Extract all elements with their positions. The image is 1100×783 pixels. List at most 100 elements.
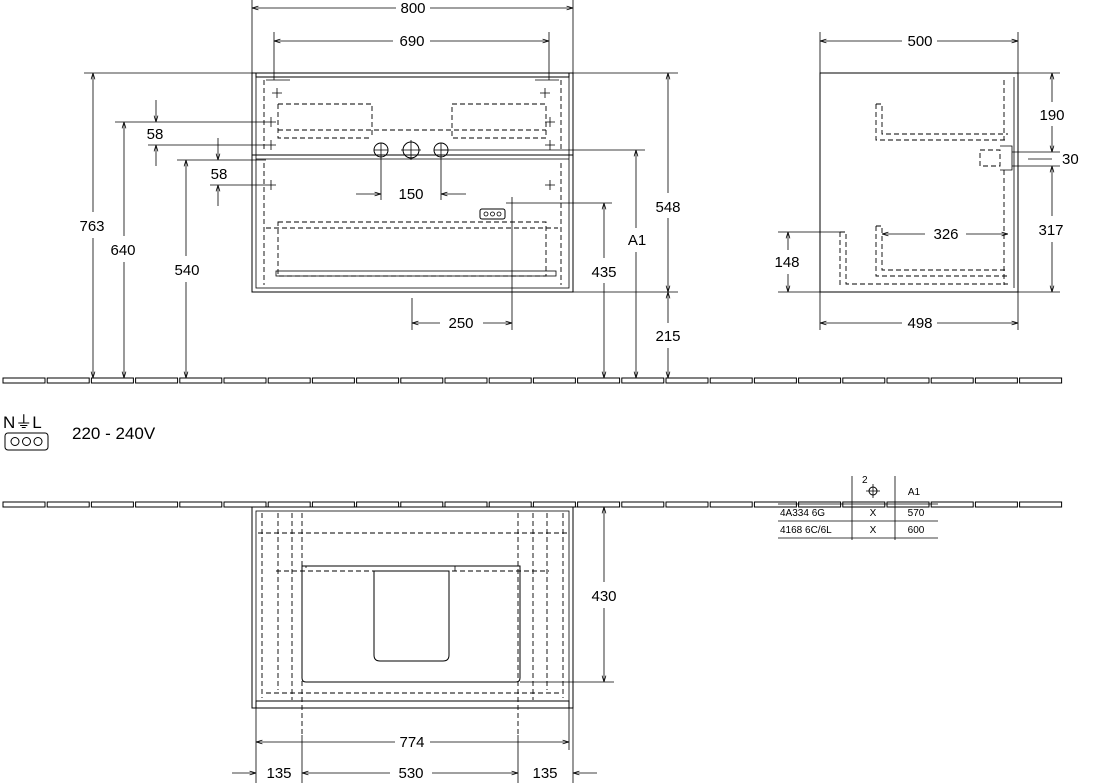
floor-plank <box>179 377 223 384</box>
socket-pin-1 <box>10 437 20 446</box>
front-view: 800 690 763 640 540 58 58 <box>79 0 681 378</box>
side-view: 500 498 190 30 317 326 148 <box>774 32 1079 332</box>
floor-plank <box>577 377 621 384</box>
floor-plank <box>709 377 753 384</box>
wall-plank <box>2 501 46 508</box>
dim-500-label: 500 <box>907 33 932 50</box>
side-pipe-connector <box>1000 145 1013 171</box>
socket-pin-3 <box>33 437 43 446</box>
countertop-edge <box>255 72 570 78</box>
dim-a1-label: A1 <box>628 232 646 249</box>
wall-plank <box>842 501 886 508</box>
table-row-1-a1: 570 <box>908 508 925 519</box>
wall-plank <box>444 501 488 508</box>
dim-530-label: 530 <box>398 765 423 782</box>
basin-outline <box>301 565 521 683</box>
wall-plank <box>400 501 444 508</box>
wall-line-bottom <box>2 501 1063 508</box>
wall-plank <box>46 501 90 508</box>
dim-215-label: 215 <box>655 328 680 345</box>
floor-plank <box>842 377 886 384</box>
wall-plank <box>1019 501 1063 508</box>
floor-plank <box>223 377 267 384</box>
plan-cabinet-inner <box>255 510 570 702</box>
floor-line-top <box>2 377 1063 384</box>
dim-498-label: 498 <box>907 315 932 332</box>
plan-front-panel <box>255 700 570 709</box>
socket-pin-2 <box>22 437 31 446</box>
dim-763-label: 763 <box>79 218 104 235</box>
table-row-2-mark: X <box>870 525 877 536</box>
wall-plank <box>488 501 532 508</box>
floor-plank <box>2 377 46 384</box>
table-row-2-a1: 600 <box>908 525 925 536</box>
dim-317-label: 317 <box>1038 222 1063 239</box>
floor-plank <box>665 377 709 384</box>
dim-774-label: 774 <box>399 734 424 751</box>
ext-800 <box>251 0 574 73</box>
dim-326-label: 326 <box>933 226 958 243</box>
lower-drawer-side-hidden <box>263 163 562 285</box>
neutral-earth-live-symbol: N⏚L <box>3 413 42 432</box>
floor-plank <box>46 377 90 384</box>
floor-plank <box>444 377 488 384</box>
floor-plank <box>488 377 532 384</box>
dim-135-right-label: 135 <box>532 765 557 782</box>
side-base-hidden <box>839 231 1008 288</box>
dim-430-label: 430 <box>591 588 616 605</box>
wall-plank <box>90 501 134 508</box>
wall-plank <box>577 501 621 508</box>
connection-symbol-icon <box>866 484 880 498</box>
ext-774 <box>255 708 570 783</box>
electrical-info: N⏚L 220 - 240V <box>3 413 156 451</box>
wall-plank <box>179 501 223 508</box>
wall-plank <box>223 501 267 508</box>
dim-250-label: 250 <box>448 315 473 332</box>
water-connection-icons <box>373 140 449 160</box>
dim-800-label: 800 <box>400 0 425 17</box>
front-cabinet-inner <box>255 76 570 289</box>
voltage-label: 220 - 240V <box>72 424 156 443</box>
wall-plank <box>753 501 797 508</box>
basin-marks <box>305 566 456 571</box>
floor-plank <box>621 377 665 384</box>
socket-symbol-icon <box>4 432 49 451</box>
mounting-crosses <box>266 88 555 209</box>
wall-plank <box>798 501 842 508</box>
model-table: 2 A1 4A334 6G X 570 4168 6C/6L X 600 <box>778 475 938 540</box>
dim-148-label: 148 <box>774 254 799 271</box>
dim-690-label: 690 <box>399 33 424 50</box>
floor-plank <box>90 377 134 384</box>
wall-plank <box>311 501 355 508</box>
plan-view: 430 774 135 530 135 <box>232 506 617 783</box>
wall-plank <box>665 501 709 508</box>
wall-plank <box>621 501 665 508</box>
wall-plank <box>267 501 311 508</box>
dim-30-label: 30 <box>1062 151 1079 168</box>
floor-plank <box>135 377 179 384</box>
table-row-2-code: 4168 6C/6L <box>780 525 832 536</box>
dim-540-label: 540 <box>174 262 199 279</box>
floor-plank <box>1019 377 1063 384</box>
upper-drawer-hidden-lines <box>263 80 562 150</box>
floor-plank <box>886 377 930 384</box>
dim-58-top-label: 58 <box>147 126 164 143</box>
plan-cabinet-outline <box>251 506 574 709</box>
dim-640-label: 640 <box>110 242 135 259</box>
dim-190-label: 190 <box>1039 107 1064 124</box>
dim-548-label: 548 <box>655 199 680 216</box>
lower-drawer-base <box>275 270 557 277</box>
ext-250 <box>411 209 513 330</box>
wall-plank <box>356 501 400 508</box>
dim-150-label: 150 <box>398 186 423 203</box>
wall-plank <box>532 501 576 508</box>
lower-drawer-box-hidden <box>277 221 547 277</box>
floor-plank <box>356 377 400 384</box>
table-header-superscript: 2 <box>862 475 868 486</box>
dim-435-label: 435 <box>591 264 616 281</box>
floor-plank <box>930 377 974 384</box>
floor-plank <box>532 377 576 384</box>
table-header-a1: A1 <box>908 487 921 498</box>
socket-icon <box>479 208 506 220</box>
